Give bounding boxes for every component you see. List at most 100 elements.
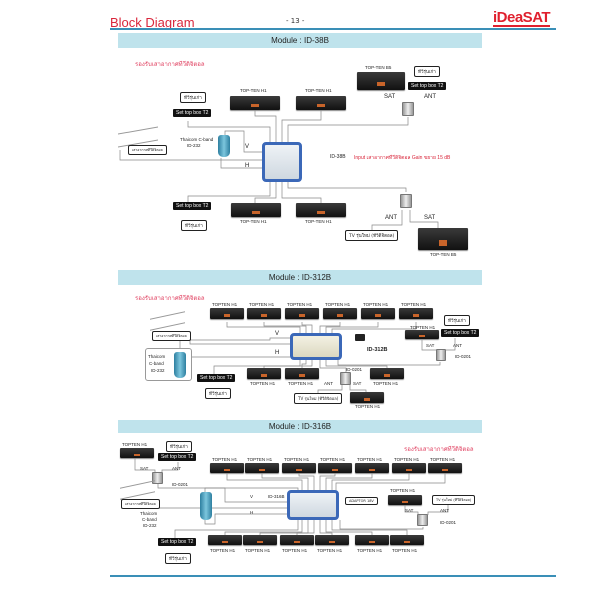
old-tv-box: ทีวีรุ่นเก่า — [180, 92, 206, 103]
set-top-box-device — [210, 308, 244, 319]
sat-label: SAT — [384, 94, 396, 100]
footer-divider — [110, 575, 556, 577]
device-label: TOPTEN H1 — [394, 457, 420, 462]
splitter-icon — [152, 472, 163, 484]
set-top-box-t2: Set top box T2 — [173, 202, 212, 210]
device-label: TOPTEN H1 — [212, 302, 238, 307]
multiswitch-icon — [290, 333, 342, 360]
set-top-box-device — [120, 448, 154, 458]
splitter-label: ID-0201 — [455, 354, 472, 359]
lnb-label: Thaicom — [148, 354, 166, 359]
set-top-box-device — [208, 535, 242, 545]
digital-antenna-note: รองรับเสาอากาศทีวีดิจิตอล — [404, 446, 474, 453]
lnb-icon — [174, 352, 186, 378]
sat-label: SAT — [405, 508, 414, 513]
v-label: V — [275, 331, 280, 337]
device-label: TOP-TEN B5 — [365, 65, 392, 70]
device-label: TOPTEN H1 — [317, 548, 343, 553]
device-label: TOPTEN H1 — [250, 381, 276, 386]
splitter-icon — [400, 194, 412, 208]
header-divider — [110, 28, 556, 30]
device-label: TOPTEN H1 — [122, 442, 148, 447]
splitter-icon — [340, 372, 351, 385]
set-top-box-t2: Set top box T2 — [173, 109, 212, 117]
device-label: TOPTEN H1 — [401, 302, 427, 307]
lnb-model: ID-232 — [143, 523, 157, 528]
device-label: TOPTEN H1 — [245, 548, 271, 553]
set-top-box-device — [428, 463, 462, 473]
set-top-box-device — [296, 96, 346, 110]
set-top-box-device — [296, 203, 346, 217]
device-label: TOP-TEN B5 — [430, 252, 457, 257]
multiswitch-icon — [287, 490, 339, 520]
device-label: TOPTEN H1 — [390, 488, 416, 493]
page-number: - 13 - — [286, 17, 305, 25]
sat-label: SAT — [426, 343, 435, 348]
module-header-id-316b: Module : ID-316B — [118, 420, 482, 433]
set-top-box-device — [230, 96, 280, 110]
switch-model-label: ID-316B — [268, 494, 285, 499]
set-top-box-device — [390, 535, 424, 545]
device-label: TOPTEN H1 — [210, 548, 236, 553]
set-top-box-device — [243, 535, 277, 545]
set-top-box-device — [282, 463, 316, 473]
ant-label: ANT — [440, 508, 449, 513]
device-label: TOPTEN H1 — [357, 457, 383, 462]
new-tv-box: TV รุ่นใหม่ (ทีวีดิจิตอล) — [345, 230, 399, 241]
lnb-icon — [218, 135, 230, 157]
set-top-box-device — [418, 228, 468, 250]
device-label: TOP-TEN H1 — [240, 219, 267, 224]
multiswitch-icon — [262, 142, 302, 182]
set-top-box-device — [355, 463, 389, 473]
ant-label: ANT — [385, 215, 397, 221]
antenna-label: เสาอากาศทีวีดิจิตอล — [121, 499, 160, 509]
lnb-label: Thaicom — [140, 511, 158, 516]
ant-label: ANT — [324, 381, 333, 386]
set-top-box-device — [245, 463, 279, 473]
set-top-box-device — [210, 463, 244, 473]
h-label: H — [250, 510, 254, 515]
v-label: V — [250, 494, 254, 499]
device-label: TOPTEN H1 — [212, 457, 238, 462]
device-label: TOPTEN H1 — [320, 457, 346, 462]
device-label: TOPTEN H1 — [284, 457, 310, 462]
h-label: H — [245, 163, 250, 169]
old-tv-box: ทีวีรุ่นเก่า — [205, 388, 231, 399]
input-gain-note: Input เสาอากาศทีวีดิจิตอล Gain ขยาย 15 d… — [354, 155, 451, 161]
old-tv-box: ทีวีรุ่นเก่า — [166, 441, 192, 452]
lnb-icon — [200, 492, 212, 520]
device-label: TOPTEN H1 — [249, 302, 275, 307]
device-label: TOPTEN H1 — [287, 302, 313, 307]
splitter-label: ID-0201 — [172, 482, 189, 487]
set-top-box-device — [318, 463, 352, 473]
lnb-label: C-band — [142, 517, 157, 522]
page-title: Block Diagram — [110, 15, 195, 30]
lnb-model: ID-232 — [187, 143, 201, 148]
set-top-box-device — [357, 72, 405, 90]
set-top-box-device — [405, 330, 439, 339]
module-header-id-312b: Module : ID-312B — [118, 270, 482, 285]
set-top-box-device — [361, 308, 395, 319]
new-tv-box: TV รุ่นใหม่ (ทีวีดิจิตอล) — [294, 393, 343, 404]
v-label: V — [245, 144, 250, 150]
set-top-box-device — [350, 392, 384, 403]
lnb-label: Thaicom C-band — [180, 137, 214, 142]
old-tv-box: ทีวีรุ่นเก่า — [165, 553, 191, 564]
device-label: TOPTEN H1 — [410, 325, 436, 330]
set-top-box-t2: Set top box T2 — [408, 82, 447, 90]
set-top-box-device — [247, 308, 281, 319]
ant-label: ANT — [424, 94, 436, 100]
device-label: TOPTEN H1 — [247, 457, 273, 462]
set-top-box-device — [231, 203, 281, 217]
set-top-box-device — [399, 308, 433, 319]
set-top-box-t2: Set top box T2 — [441, 329, 480, 337]
device-label: TOPTEN H1 — [288, 381, 314, 386]
lnb-label: C-band — [149, 361, 164, 366]
sat-label: SAT — [140, 466, 149, 471]
ant-label: ANT — [453, 343, 462, 348]
device-label: TOP-TEN H1 — [305, 219, 332, 224]
device-label: TOPTEN H1 — [430, 457, 456, 462]
power-adaptor-icon — [355, 334, 365, 341]
set-top-box-device — [280, 535, 314, 545]
set-top-box-t2: Set top box T2 — [197, 374, 236, 382]
